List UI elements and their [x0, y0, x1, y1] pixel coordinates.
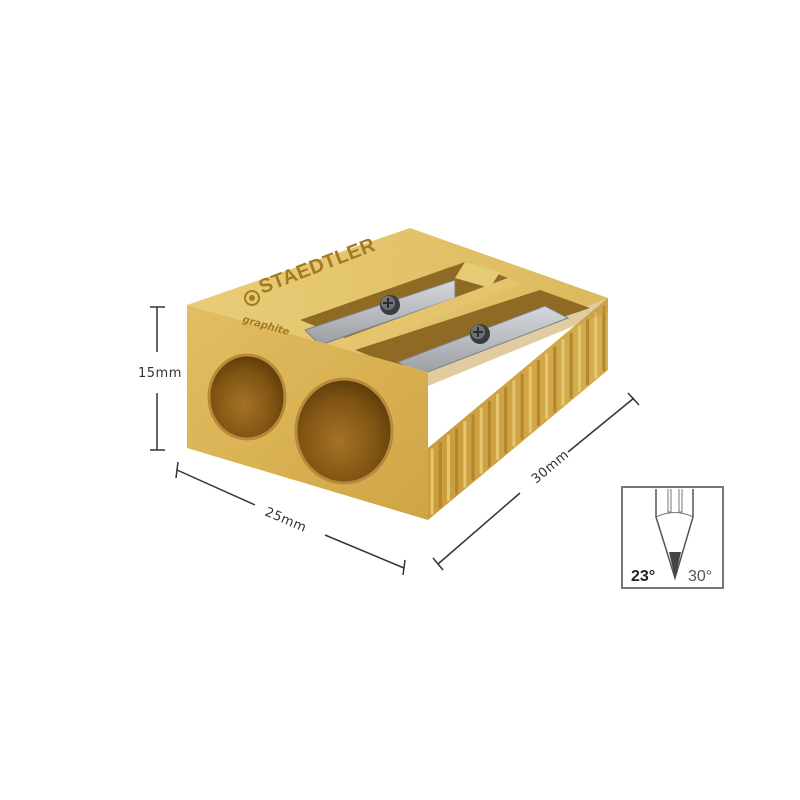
sharpening-angle-inset: 23° 30°	[621, 486, 724, 589]
depth-label: 30mm	[529, 447, 572, 487]
screw-front	[470, 324, 490, 344]
ridge-middle	[345, 278, 520, 350]
angle-primary: 23°	[631, 568, 655, 585]
sharpener-body: STAEDTLER graphite	[187, 228, 608, 520]
ridge-rear	[455, 262, 500, 288]
width-label: 25mm	[262, 505, 308, 536]
side-ribs	[430, 305, 606, 515]
screw-rear	[380, 295, 400, 315]
pencil-hole-large	[296, 379, 392, 483]
height-label: 15mm	[138, 366, 182, 381]
pencil-tip-icon	[655, 489, 694, 581]
pencil-hole-small	[209, 355, 285, 439]
brand-logo-icon	[244, 290, 260, 306]
height-dimension: 15mm	[138, 306, 182, 451]
angle-secondary: 30°	[688, 568, 712, 585]
